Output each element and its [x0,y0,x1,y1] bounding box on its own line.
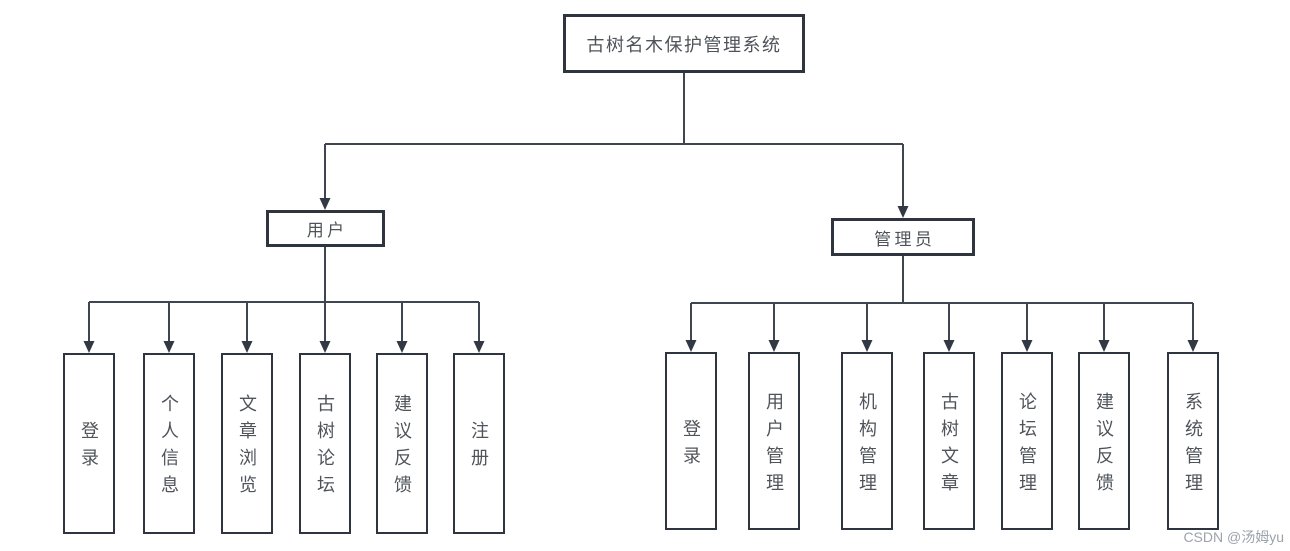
leaf-node-user-tree-forum: 古树论坛 [299,353,351,534]
leaf-node-admin-org-mgmt: 机构管理 [841,352,893,530]
leaf-node-admin-suggestion-feedback: 建议反馈 [1078,352,1130,530]
leaf-node-user-article-browse: 文章浏览 [221,353,273,534]
leaf-node-admin-forum-mgmt: 论坛管理 [1001,352,1053,530]
root-node: 古树名木保护管理系统 [563,14,805,73]
leaf-label: 注册 [469,421,489,475]
leaf-node-admin-login: 登录 [665,352,717,530]
leaf-label: 论坛管理 [1017,391,1037,500]
leaf-label: 古树论坛 [315,394,335,502]
leaf-node-user-register: 注册 [453,353,505,534]
branch-node-admin-label: 管理员 [874,229,936,249]
branch-node-user: 用户 [266,210,385,247]
branch-node-user-label: 用户 [306,221,348,240]
leaf-node-admin-tree-articles: 古树文章 [923,352,975,530]
leaf-label: 个人信息 [159,394,179,502]
leaf-label: 古树文章 [939,391,959,500]
leaf-node-admin-system-mgmt: 系统管理 [1167,352,1219,530]
root-node-label: 古树名木保护管理系统 [586,34,782,55]
leaf-label: 登录 [681,418,701,473]
leaf-label: 系统管理 [1183,391,1203,500]
leaf-label: 用户管理 [764,391,784,500]
arrowheads [83,198,1199,353]
branch-node-admin: 管理员 [831,218,975,256]
csdn-watermark: CSDN @汤姆yu [1183,529,1284,545]
leaf-node-user-profile: 个人信息 [143,353,195,534]
leaf-label: 机构管理 [857,391,877,500]
leaf-label: 登录 [79,421,99,475]
leaf-label: 建议反馈 [392,394,412,502]
leaf-node-user-suggestion-feedback: 建议反馈 [376,353,428,534]
leaf-node-admin-user-mgmt: 用户管理 [748,352,800,530]
leaf-label: 建议反馈 [1094,391,1114,500]
leaf-node-user-login: 登录 [63,353,115,534]
leaf-label: 文章浏览 [237,394,257,502]
